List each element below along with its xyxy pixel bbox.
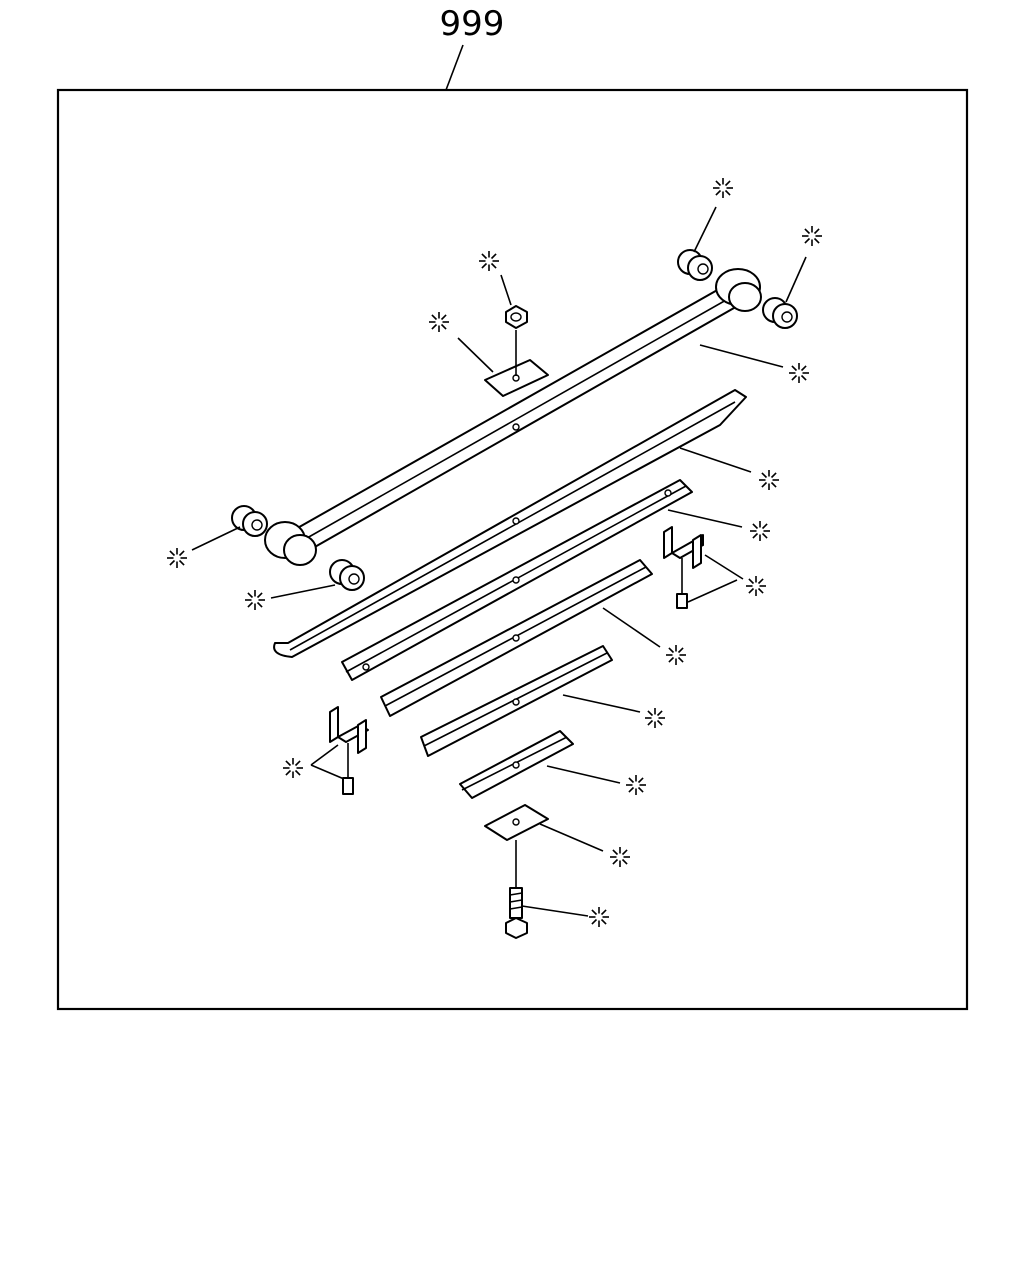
leader-lines	[191, 206, 807, 917]
bushing-bottom-left	[231, 505, 268, 537]
assembly-reference-number: 999	[440, 4, 505, 44]
asterisk-callout-icon	[713, 178, 733, 198]
rebound-clip-left	[329, 706, 369, 795]
asterisk-callout-icon	[245, 590, 265, 610]
asterisk-callout-icon	[750, 521, 770, 541]
second-leaf	[273, 389, 747, 658]
asterisk-callout-icon	[610, 847, 630, 867]
bushing-top-right-outer	[762, 297, 798, 329]
asterisk-callout-icon	[666, 645, 686, 665]
bushing-bottom-right	[329, 559, 365, 591]
asterisk-callout-icon	[759, 470, 779, 490]
asterisk-callout-icon	[167, 548, 187, 568]
bushing-top-right	[677, 249, 713, 281]
rebound-clip-right	[663, 526, 704, 609]
asterisk-callout-icon	[789, 363, 809, 383]
fifth-leaf	[420, 634, 613, 757]
diagram-frame	[56, 88, 969, 1011]
asterisk-callout-icon	[429, 312, 449, 332]
center-bolt	[505, 887, 528, 939]
asterisk-callout-icon	[802, 226, 822, 246]
main-leaf	[264, 268, 762, 566]
asterisk-callout-icon	[589, 907, 609, 927]
asterisk-callouts	[167, 178, 822, 927]
bottom-plate	[484, 804, 549, 888]
asterisk-callout-icon	[479, 251, 499, 271]
assembly-reference-leader	[445, 44, 464, 91]
asterisk-callout-icon	[746, 576, 766, 596]
sixth-leaf	[459, 730, 574, 799]
nut	[505, 305, 528, 329]
asterisk-callout-icon	[283, 758, 303, 778]
asterisk-callout-icon	[645, 708, 665, 728]
asterisk-callout-icon	[626, 775, 646, 795]
top-plate	[484, 330, 549, 397]
